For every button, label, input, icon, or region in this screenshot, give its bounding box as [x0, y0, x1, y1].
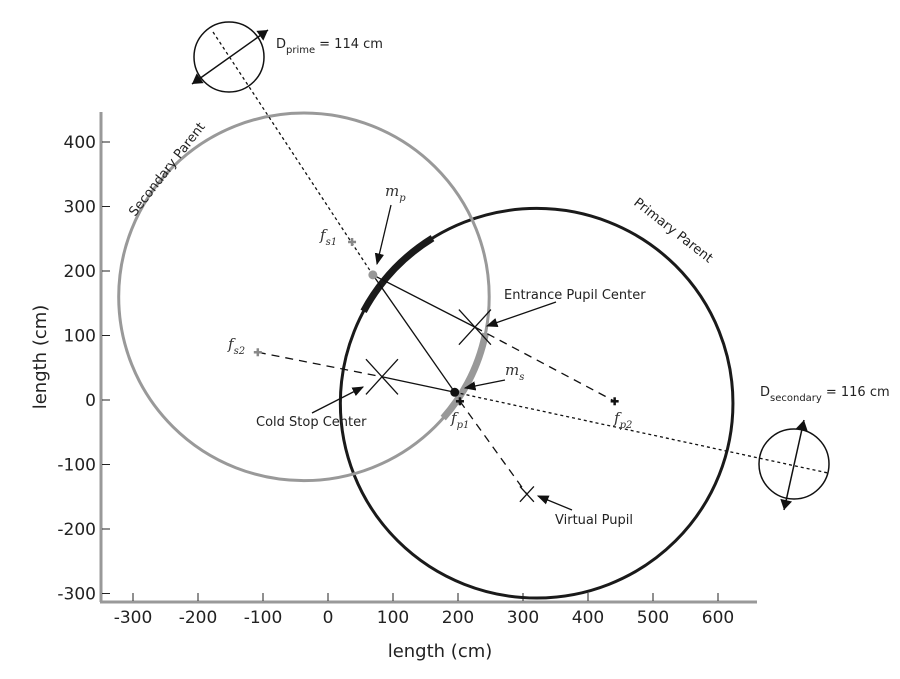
- ray-cold-stop-ms: [381, 376, 455, 393]
- x-tick-label: 400: [572, 608, 604, 628]
- mirror-point-ms: [450, 387, 460, 397]
- secondary-axis-ray: [454, 391, 829, 474]
- entrance-pupil-center-label: Entrance Pupil Center: [504, 288, 646, 303]
- y-tick-label: 0: [85, 391, 96, 411]
- y-tick-label: 300: [64, 198, 96, 218]
- prime-lens-diameter: [191, 29, 269, 85]
- y-tick-label: 400: [64, 133, 96, 153]
- arrow-mp: [374, 204, 392, 266]
- secondary-lens-circle: [758, 428, 830, 500]
- secondary-mirror-segment: [440, 332, 489, 421]
- prime-lens-arrowhead: [256, 30, 268, 41]
- entrance-pupil-center-marker: [458, 309, 492, 346]
- prime-lens-arrowhead: [192, 73, 204, 84]
- axes: -300 -200 -100 0 100 200 300 400 500 600 -300 -200 -…: [57, 112, 757, 628]
- arrow-cold-stop: [311, 386, 365, 414]
- label-f-p2: fp2: [613, 409, 632, 431]
- x-axis-label: length (cm): [388, 641, 493, 662]
- label-m-p: mp: [385, 182, 406, 204]
- y-tick-label: 100: [64, 327, 96, 347]
- label-f-s1: fs1: [319, 226, 337, 248]
- x-tick-label: 100: [377, 608, 409, 628]
- y-axis-label: length (cm): [30, 305, 51, 410]
- ray-entrance-pupil-fp2: [474, 326, 615, 402]
- secondary-lens-diameter: [783, 419, 805, 511]
- x-tick-label: 600: [702, 608, 734, 628]
- arrow-virtual-pupil: [536, 495, 573, 511]
- virtual-pupil-marker: [519, 486, 535, 503]
- label-f-s2: fs2: [227, 335, 245, 357]
- x-tick-label: -200: [179, 608, 218, 628]
- y-tick-label: -200: [57, 520, 96, 540]
- prime-axis-ray: [212, 31, 374, 276]
- cold-stop-center-label: Cold Stop Center: [256, 415, 367, 430]
- d-secondary-label: Dsecondary= 116 cm: [760, 385, 890, 404]
- primary-parent-label: Primary Parent: [631, 195, 716, 266]
- ray-mp-ms: [372, 274, 456, 393]
- label-f-p1: fp1: [450, 409, 469, 431]
- label-m-s: ms: [505, 361, 524, 383]
- x-tick-label: 300: [507, 608, 539, 628]
- cold-stop-center-marker: [365, 358, 399, 395]
- x-tick-label: -100: [244, 608, 283, 628]
- ray-fs2-cold-stop: [257, 351, 383, 378]
- x-tick-label: 200: [442, 608, 474, 628]
- mirror-point-mp: [368, 270, 378, 280]
- arrow-ms: [463, 379, 506, 391]
- x-tick-label: -300: [114, 608, 153, 628]
- x-tick-label: 0: [323, 608, 334, 628]
- primary-parent-circle: [338, 206, 735, 600]
- ray-fp1-virtual-pupil: [459, 400, 528, 495]
- arrow-entrance-pupil: [485, 301, 557, 327]
- y-tick-label: -300: [57, 585, 96, 605]
- ray-mp-entrance-pupil: [372, 274, 476, 328]
- x-tick-label: 500: [637, 608, 669, 628]
- y-tick-label: 200: [64, 262, 96, 282]
- secondary-parent-label: Secondary Parent: [126, 120, 208, 220]
- diagram-marks: [117, 21, 830, 600]
- primary-mirror-segment: [360, 235, 435, 313]
- prime-lens-circle: [193, 21, 265, 93]
- virtual-pupil-label: Virtual Pupil: [555, 513, 633, 528]
- d-prime-label: Dprime= 114 cm: [276, 37, 383, 56]
- y-tick-label: -100: [57, 456, 96, 476]
- secondary-parent-circle: [117, 111, 491, 483]
- secondary-lens-arrowhead: [795, 420, 808, 432]
- secondary-lens-arrowhead: [780, 498, 793, 510]
